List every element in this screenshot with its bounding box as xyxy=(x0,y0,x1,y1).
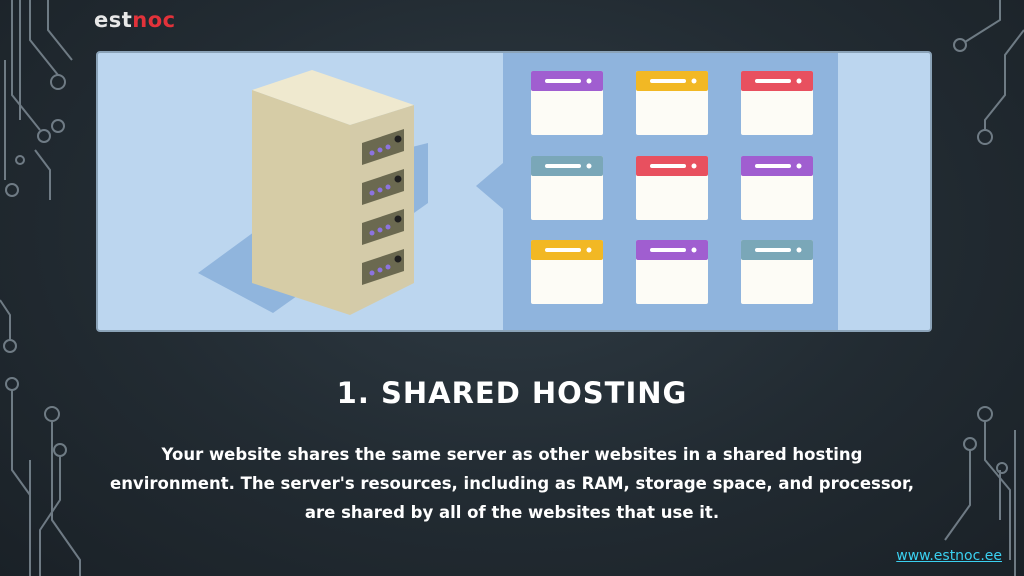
slide-paragraph: Your website shares the same server as o… xyxy=(110,445,914,522)
footer-website-link[interactable]: www.estnoc.ee xyxy=(896,548,1002,564)
server-tower-icon xyxy=(252,70,414,315)
browser-window-icon xyxy=(741,71,813,135)
browser-window-icon xyxy=(636,156,708,220)
browser-window-icon xyxy=(531,71,603,135)
illustration-svg xyxy=(198,53,838,330)
logo-part-noc: noc xyxy=(132,8,176,32)
browser-window-icon xyxy=(531,156,603,220)
browser-window-icon xyxy=(636,71,708,135)
website-windows-grid xyxy=(531,71,813,304)
slide-title: 1. SHARED HOSTING xyxy=(336,376,688,410)
browser-window-icon xyxy=(741,156,813,220)
estnoc-logo: estnoc xyxy=(94,8,176,32)
browser-window-icon xyxy=(636,240,708,304)
browser-window-icon xyxy=(531,240,603,304)
browser-window-icon xyxy=(741,240,813,304)
logo-part-est: est xyxy=(94,8,133,32)
shared-hosting-illustration xyxy=(96,51,932,332)
